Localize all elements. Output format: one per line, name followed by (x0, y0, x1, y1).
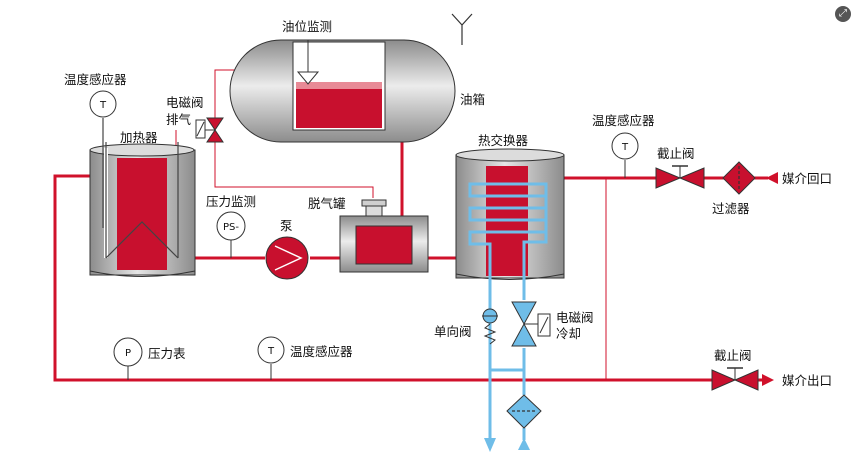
temp-sensor-return-icon (611, 132, 639, 160)
expand-icon[interactable]: ⤢ (835, 6, 851, 22)
label-pressure-monitor: 压力监测 (206, 194, 256, 209)
check-valve-icon (482, 308, 498, 345)
return-arrow-icon (766, 172, 778, 184)
signal-lines (175, 69, 607, 380)
pressure-monitor-icon (216, 211, 246, 241)
label-pump: 泵 (280, 218, 293, 233)
degas-tank (339, 199, 429, 273)
pressure-gauge-icon (113, 337, 143, 367)
pump-icon (265, 236, 309, 280)
stop-valve-return-icon (655, 165, 705, 189)
inlet-arrow-icon (518, 438, 530, 450)
heat-exchanger (455, 148, 565, 280)
label-temp-sensor-heater: 温度感应器 (64, 72, 127, 87)
label-solenoid-cool-1: 电磁阀 (556, 310, 594, 325)
heater (89, 142, 196, 277)
label-solenoid-vent-2: 排气 (166, 112, 192, 127)
cooling-solenoid-valve-icon (511, 301, 551, 347)
label-filter: 过滤器 (712, 201, 750, 216)
symbol-ps: PS- (223, 222, 239, 233)
label-medium-return: 媒介回口 (782, 171, 832, 186)
label-oil-level: 油位监测 (282, 19, 332, 34)
label-stop-valve-return: 截止阀 (657, 146, 695, 161)
vent-solenoid-valve-icon (195, 117, 224, 143)
cooling-coil (468, 182, 548, 280)
outlet-arrow-icon (762, 374, 774, 386)
label-heater: 加热器 (120, 130, 158, 145)
label-solenoid-vent-1: 电磁阀 (166, 95, 204, 110)
filter-blue-icon (506, 394, 542, 429)
drain-arrow-icon (484, 438, 496, 452)
label-heat-exchanger: 热交换器 (478, 133, 529, 148)
label-stop-valve-outlet: 截止阀 (714, 348, 752, 363)
label-medium-outlet: 媒介出口 (782, 373, 832, 388)
label-check-valve: 单向阀 (434, 324, 472, 339)
label-temp-sensor-bottom: 温度感应器 (290, 344, 353, 359)
blue-pipes (488, 280, 526, 440)
filter-red-icon (722, 161, 756, 195)
vent-icon (451, 13, 473, 45)
symbol-t-bottom: T (267, 346, 275, 357)
temp-sensor-bottom-icon (257, 336, 285, 364)
stop-valve-outlet-icon (711, 367, 759, 391)
red-pipes (53, 142, 768, 382)
symbol-t-return: T (621, 142, 629, 153)
symbol-t-heater: T (99, 100, 107, 111)
oil-tank (229, 39, 456, 143)
label-solenoid-cool-2: 冷却 (556, 326, 581, 341)
label-degas-tank: 脱气罐 (308, 196, 346, 211)
label-temp-sensor-return: 温度感应器 (592, 113, 655, 128)
label-pressure-gauge: 压力表 (148, 346, 186, 361)
symbol-p: P (125, 348, 131, 359)
label-oil-tank: 油箱 (460, 92, 485, 107)
temp-sensor-heater-icon (89, 90, 117, 118)
level-float-icon (296, 71, 320, 85)
